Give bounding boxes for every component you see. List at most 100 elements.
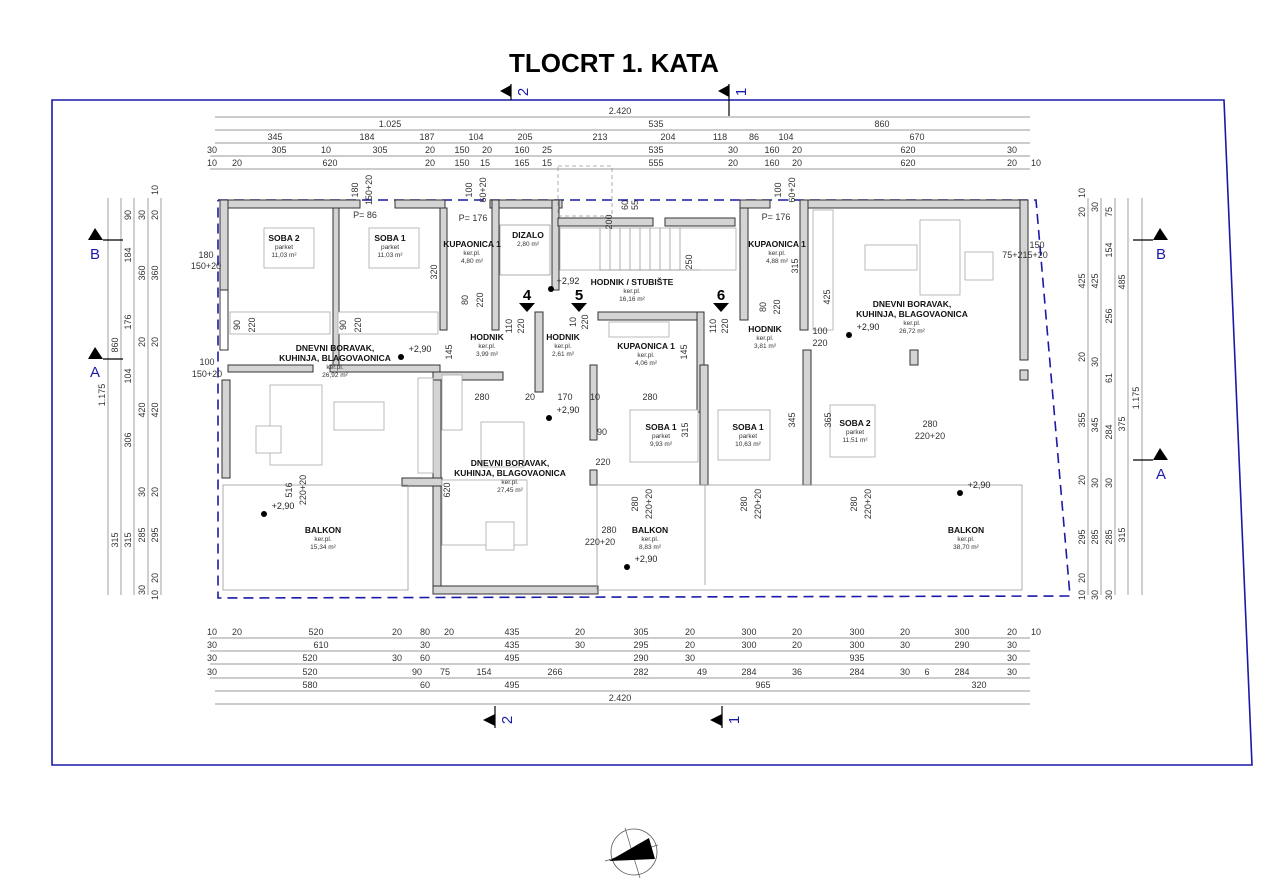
dimension-right-label: 30 [1104, 478, 1114, 488]
dimension-bottom-label: 520 [308, 627, 323, 637]
annotation-label: 280 [739, 496, 749, 511]
dimension-bottom-label: 20 [232, 627, 242, 637]
annotation-label: 145 [679, 344, 689, 359]
annotation-label: 220+20 [915, 431, 945, 441]
annotation-label: 60 [620, 200, 630, 210]
room-floor-type: ker.pl. [623, 288, 641, 295]
dimension-bottom-label: 30 [207, 653, 217, 663]
dimension-bottom-label: 10 [1031, 627, 1041, 637]
annotation-label: 220 [247, 317, 257, 332]
dimension-right-label: 425 [1077, 273, 1087, 288]
dimension-top-label: 15 [480, 158, 490, 168]
dimension-bottom-label: 305 [633, 627, 648, 637]
dimension-right-label: 10 [1077, 590, 1087, 600]
dimension-top-label: 10 [1031, 158, 1041, 168]
dimension-bottom-label: 10 [207, 627, 217, 637]
room-floor-type: ker.pl. [637, 352, 655, 359]
dimension-bottom-label: 60 [420, 653, 430, 663]
dimension-right-label: 10 [1077, 188, 1087, 198]
dimension-right-label: 1.175 [1131, 387, 1141, 410]
room-name: BALKON [632, 525, 668, 535]
dimension-top-label: 184 [359, 132, 374, 142]
annotation-label: 280 [630, 496, 640, 511]
dimension-bottom-label: 30 [392, 653, 402, 663]
dimension-right-label: 425 [1090, 273, 1100, 288]
annotation-label: 220 [475, 292, 485, 307]
dimension-top-label: 20 [728, 158, 738, 168]
room-floor-type: parket [846, 429, 864, 436]
dimension-left-label: 30 [137, 487, 147, 497]
room-area: 4,80 m² [461, 258, 484, 265]
room-floor-type: ker.pl. [478, 343, 496, 350]
room-name-line2: KUHINJA, BLAGOVAONICA [279, 353, 391, 363]
annotation-label: 220+20 [585, 537, 615, 547]
dimension-top-label: 535 [648, 119, 663, 129]
dimension-bottom-label: 520 [302, 667, 317, 677]
section-marker-left-A: A [90, 364, 100, 381]
dimension-left-label: 315 [123, 532, 133, 547]
furniture [229, 209, 994, 551]
room-name: SOBA 1 [645, 422, 677, 432]
room-area: 8,83 m² [639, 544, 662, 551]
annotation-label: 75+215+20 [1002, 250, 1048, 260]
room-floor-type: parket [275, 244, 293, 251]
dimension-top-label: 620 [900, 158, 915, 168]
dimension-top-label: 15 [542, 158, 552, 168]
dimension-right-label: 30 [1104, 590, 1114, 600]
dimension-left-label: 10 [150, 590, 160, 600]
dimension-top-label: 30 [728, 145, 738, 155]
stair-marker-6: 6 [717, 287, 725, 304]
dimension-bottom-label: 20 [792, 627, 802, 637]
room-area: 38,70 m² [953, 544, 979, 551]
annotation-label: 10 [568, 317, 578, 327]
room-area: 26,92 m² [322, 372, 348, 379]
dimension-right-label: 20 [1077, 573, 1087, 583]
dimension-top-label: 104 [468, 132, 483, 142]
level-label: +2,90 [635, 554, 658, 564]
annotation-label: 425 [822, 289, 832, 304]
dimension-top-label: 30 [207, 145, 217, 155]
stair-marker-5: 5 [575, 287, 583, 304]
annotation-label: 220+20 [298, 475, 308, 505]
annotation-label: 220 [595, 457, 610, 467]
annotation-label: 280 [601, 525, 616, 535]
annotation-label: P= 86 [353, 210, 377, 220]
level-marker-icon [548, 286, 554, 292]
dimension-bottom-label: 495 [504, 653, 519, 663]
dimension-top-label: 25 [542, 145, 552, 155]
dimension-left-label: 90 [123, 210, 133, 220]
room-area: 26,72 m² [899, 328, 925, 335]
dimension-bottom-label: 20 [444, 627, 454, 637]
annotation-label: 100 [199, 357, 214, 367]
dimension-bottom-label: 20 [685, 627, 695, 637]
dimension-bottom-label: 284 [741, 667, 756, 677]
annotation-label: 20 [525, 392, 535, 402]
dimension-bottom-label: 30 [207, 640, 217, 650]
dimension-top-label: 160 [764, 158, 779, 168]
annotation-label: 280 [849, 496, 859, 511]
room-area: 16,16 m² [619, 296, 645, 303]
annotation-label: 80 [460, 295, 470, 305]
dimension-right-label: 154 [1104, 242, 1114, 257]
dimension-bottom-label: 435 [504, 627, 519, 637]
room-floor-type: parket [652, 433, 670, 440]
annotation-label: 110 [504, 319, 514, 333]
level-marker-icon [624, 564, 630, 570]
dimension-bottom-label: 320 [971, 680, 986, 690]
dimension-right-label: 285 [1104, 529, 1114, 544]
annotation-label: P= 176 [762, 212, 791, 222]
dimension-top-label: 20 [792, 145, 802, 155]
dimension-bottom-label: 20 [685, 640, 695, 650]
dimension-bottom-label: 49 [697, 667, 707, 677]
room-name: BALKON [948, 525, 984, 535]
dimension-left-label: 306 [123, 432, 133, 447]
room-floor-type: ker.pl. [756, 335, 774, 342]
walls [219, 199, 1029, 595]
dimension-top-label: 10 [321, 145, 331, 155]
dimension-top-label: 20 [425, 145, 435, 155]
annotation-label: 90 [338, 320, 348, 330]
dimension-bottom-label: 30 [1007, 667, 1017, 677]
dimension-right-label: 75 [1104, 207, 1114, 217]
